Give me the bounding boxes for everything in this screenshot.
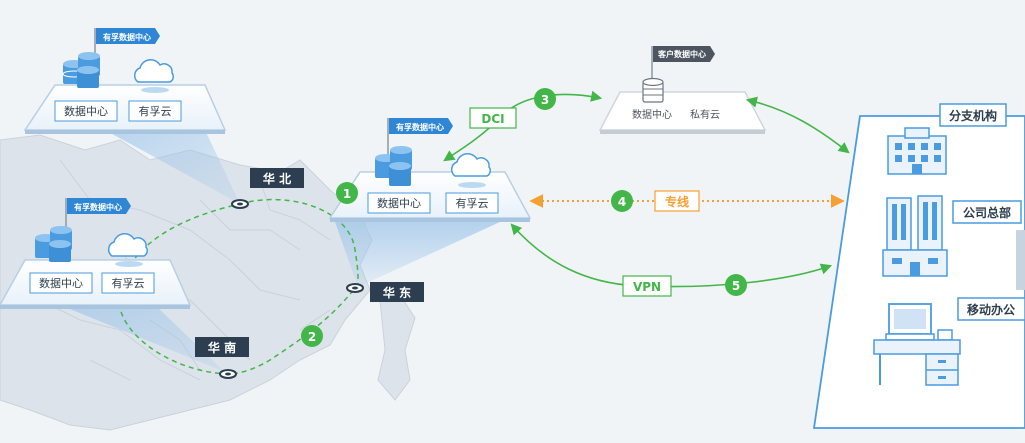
dci-label-text: DCI	[481, 112, 504, 126]
customer-private-cloud-label: 私有云	[690, 108, 720, 121]
flag-text-north: 有孚数据中心	[103, 32, 151, 42]
step-badge-2: 2	[301, 325, 323, 347]
platform-east: 有孚数据中心 数据中心 有孚云	[328, 118, 532, 222]
flag-north	[96, 28, 160, 44]
svg-text:5: 5	[732, 279, 740, 293]
cloud-label-south: 有孚云	[112, 276, 145, 290]
branch-label: 分支机构	[949, 108, 997, 123]
step-badge-4: 4	[611, 190, 633, 212]
svg-text:4: 4	[618, 195, 626, 209]
platform-south: 有孚数据中心 数据中心 有孚云	[0, 198, 192, 309]
region-south: 华 南	[195, 337, 249, 379]
beam-east	[335, 222, 500, 287]
vpn-label: VPN	[622, 275, 672, 297]
dc-label-north: 数据中心	[64, 104, 108, 118]
branch-building-icon	[887, 127, 947, 175]
svg-text:1: 1	[343, 187, 351, 201]
region-label-south: 华 南	[208, 340, 236, 355]
dedicated-label: 专线	[654, 190, 700, 212]
cloud-label-east: 有孚云	[456, 196, 489, 210]
hq-building-icon	[882, 195, 948, 277]
mobile-label: 移动办公	[967, 302, 1015, 317]
customer-enterprise-link	[745, 96, 850, 154]
flag-south	[67, 198, 131, 214]
svg-text:2: 2	[308, 330, 316, 344]
region-east: 华 东	[346, 282, 424, 302]
dci-link	[443, 90, 603, 162]
flag-text-east: 有孚数据中心	[396, 122, 444, 132]
flag-text-customer: 客户数据中心	[657, 49, 706, 59]
office-desk-icon	[873, 303, 961, 386]
step-badge-3: 3	[534, 88, 556, 110]
dc-label-south: 数据中心	[39, 276, 83, 290]
flag-customer	[653, 46, 715, 62]
dci-label: DCI	[469, 107, 517, 129]
beam-south	[60, 305, 225, 372]
beam-north	[105, 130, 240, 204]
dedicated-label-text: 专线	[665, 194, 689, 209]
database-icon	[375, 146, 412, 186]
customer-dc-label: 数据中心	[632, 108, 672, 121]
vpn-label-text: VPN	[633, 280, 661, 294]
region-label-east: 华 东	[383, 285, 411, 300]
step-badge-5: 5	[725, 274, 747, 296]
database-icon	[35, 226, 72, 262]
cloud-label-north: 有孚云	[139, 104, 172, 118]
dc-label-east: 数据中心	[377, 196, 421, 210]
hq-label: 公司总部	[963, 205, 1011, 220]
database-icon	[642, 77, 664, 103]
enterprise-panel: 分支机构 公司总部	[812, 103, 1025, 429]
cloud-icon	[108, 233, 148, 267]
platform-north: 有孚数据中心 数据中心 有孚云	[23, 28, 227, 134]
database-icon	[62, 52, 100, 88]
flag-east	[389, 118, 453, 134]
customer-platform: 客户数据中心 数据中心 私有云	[598, 46, 767, 134]
region-label-north: 华 北	[263, 171, 291, 186]
region-north: 华 北	[231, 168, 304, 209]
svg-text:3: 3	[541, 93, 549, 107]
cloud-icon	[134, 59, 174, 93]
step-badge-1: 1	[336, 182, 358, 204]
flag-text-south: 有孚数据中心	[74, 202, 122, 212]
